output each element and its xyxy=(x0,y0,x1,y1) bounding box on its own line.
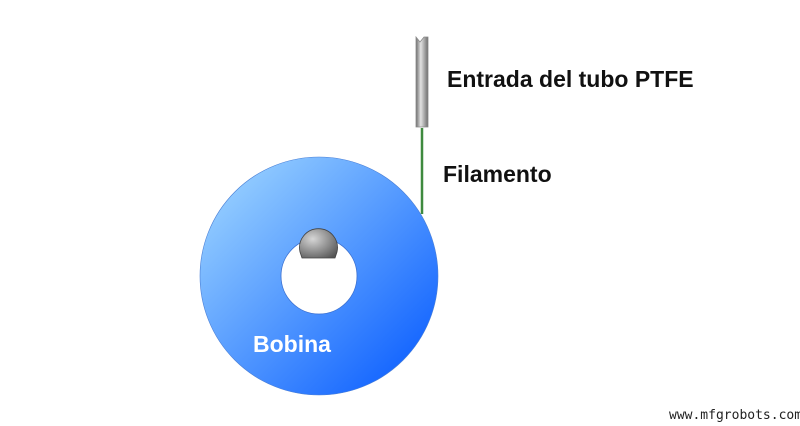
filament-label: Filamento xyxy=(443,161,552,187)
watermark: www.mfgrobots.com xyxy=(669,408,800,423)
ptfe-tube-icon xyxy=(415,35,429,128)
spool-icon xyxy=(199,156,439,396)
spool-label: Bobina xyxy=(253,331,331,357)
spool-hub-icon xyxy=(299,228,338,259)
ptfe-inlet-label: Entrada del tubo PTFE xyxy=(447,66,694,92)
